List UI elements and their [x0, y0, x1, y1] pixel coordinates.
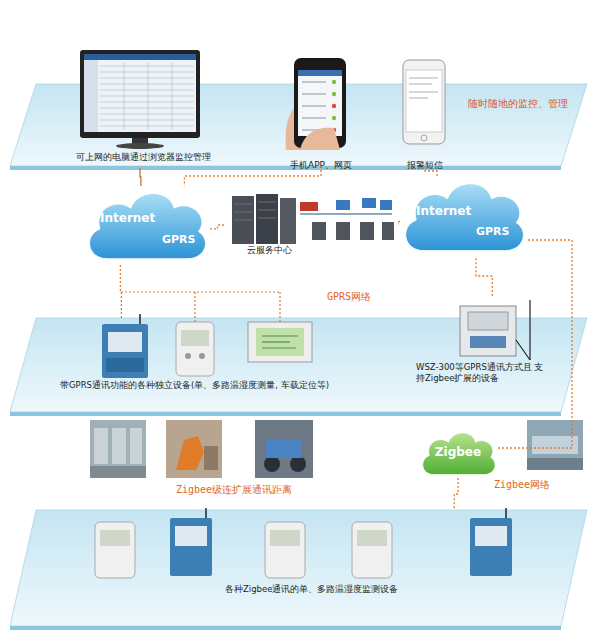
- band-surface: [10, 84, 587, 166]
- phone-app: 手机APP、网页: [282, 54, 360, 166]
- node-text: Zigbee: [418, 445, 498, 460]
- node-text: 手机APP、网页: [282, 160, 360, 171]
- site-photo: [90, 420, 583, 478]
- cloud-shape: [90, 193, 206, 258]
- node-text: 各种Zigbee通讯的单、多路温湿度监测设备: [225, 584, 485, 595]
- network-label: Zigbee网络: [494, 478, 550, 492]
- node-text: 带GPRS通讯功能的各种独立设备(单、多路温湿度测量, 车载定位等): [60, 380, 390, 391]
- zigbee-device-band: 各种Zigbee通讯的单、多路温湿度监测设备: [10, 510, 587, 626]
- node-text: GPRS: [476, 225, 520, 239]
- computer-monitor: 可上网的电脑通过浏览器监控管理: [68, 46, 218, 168]
- band-edge: [10, 626, 561, 630]
- gprs-device-band: 带GPRS通讯功能的各种独立设备(单、多路温湿度测量, 车载定位等) WSZ-30…: [10, 318, 587, 412]
- cloud-shape: [406, 184, 524, 251]
- network-connector: [139, 168, 141, 186]
- wsz-device: WSZ-300等GPRS通讯方式且 支持Zigbee扩展的设备: [412, 296, 558, 394]
- network-connector: [476, 256, 492, 296]
- node-text: 报警短信: [392, 160, 458, 171]
- node-text: Internet: [416, 204, 486, 219]
- node-text: 可上网的电脑通过浏览器监控管理: [68, 152, 218, 163]
- node-text: GPRS: [162, 233, 206, 247]
- band-outline: [10, 510, 587, 626]
- sms-phone: 报警短信: [392, 54, 458, 166]
- node-text: Internet: [100, 211, 170, 226]
- band-surface: [10, 510, 587, 626]
- internet-cloud: InternetGPRS: [82, 186, 210, 264]
- server-rack: [232, 194, 394, 244]
- band-edge: [10, 166, 561, 170]
- band-surface: [10, 318, 587, 412]
- node-text: WSZ-300等GPRS通讯方式且 支持Zigbee扩展的设备: [416, 362, 552, 383]
- node-text: 随时随地的监控、管理: [468, 98, 583, 111]
- cloud-service-center: 云服务中心: [225, 190, 400, 260]
- zigbee-cloud: Zigbee: [418, 428, 498, 478]
- monitor-band: 随时随地的监控、管理可上网的电脑通过浏览器监控管理手机APP、网页报警短信: [10, 84, 587, 166]
- network-connector: [454, 478, 458, 510]
- node-text: 云服务中心: [247, 245, 337, 256]
- internet-cloud: InternetGPRS: [398, 176, 528, 256]
- network-connector: [210, 225, 225, 229]
- network-connector: [398, 222, 400, 225]
- network-connector: [120, 264, 122, 318]
- network-label: Zigbee级连扩展通讯距离: [176, 483, 292, 497]
- band-edge: [10, 412, 561, 416]
- network-label: GPRS网络: [327, 290, 371, 304]
